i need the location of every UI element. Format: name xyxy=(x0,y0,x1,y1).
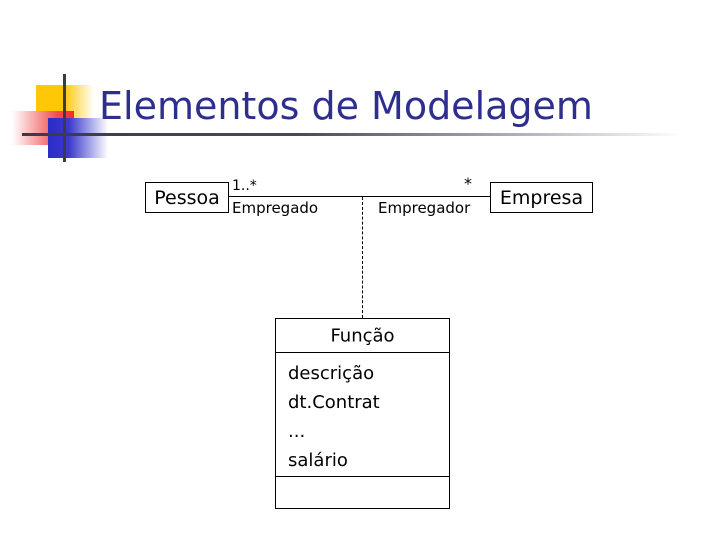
attribute-item: ... xyxy=(288,421,306,442)
class-box-empresa[interactable]: Empresa xyxy=(490,182,593,213)
association-class-dashed-link xyxy=(362,197,363,318)
logo-vertical-bar xyxy=(63,74,66,162)
association-line xyxy=(229,196,491,197)
attribute-item: dt.Contrat xyxy=(288,392,380,413)
class-box-pessoa[interactable]: Pessoa xyxy=(145,182,229,213)
operations-compartment xyxy=(276,477,449,509)
attribute-item: descrição xyxy=(288,363,375,384)
title-divider-rule xyxy=(22,133,682,136)
multiplicity-left: 1..* xyxy=(232,178,257,194)
attribute-item: salário xyxy=(288,450,348,471)
logo-blue-square xyxy=(48,118,108,158)
role-label-empregado: Empregado xyxy=(232,199,319,217)
association-class-box-funcao[interactable]: Função descrição dt.Contrat ... salário xyxy=(275,318,450,509)
multiplicity-right: * xyxy=(464,174,472,193)
attributes-compartment: descrição dt.Contrat ... salário xyxy=(276,353,449,477)
decorative-logo xyxy=(0,0,160,162)
class-name-funcao: Função xyxy=(330,325,395,346)
role-label-empregador: Empregador xyxy=(378,199,471,217)
class-name-empresa: Empresa xyxy=(499,186,584,209)
page-title: Elementos de Modelagem xyxy=(99,84,593,128)
class-name-compartment: Função xyxy=(276,319,449,353)
class-name-pessoa: Pessoa xyxy=(154,186,220,209)
